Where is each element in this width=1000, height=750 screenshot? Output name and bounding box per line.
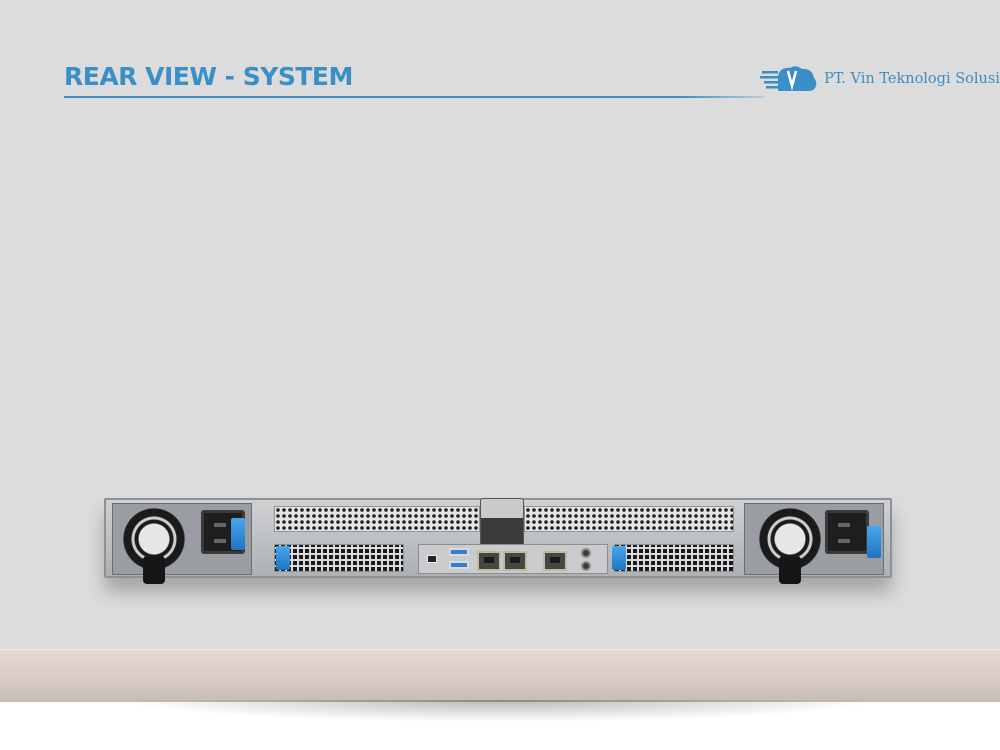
power-inlet-icon	[825, 510, 869, 554]
right-power-supply	[744, 503, 884, 584]
pcie-slot-1-vent	[274, 506, 480, 532]
page-title: REAR VIEW - SYSTEM	[64, 62, 353, 91]
server-rear-panel	[104, 498, 892, 584]
company-logo: PT. Vin Teknologi Solusi	[760, 64, 1000, 94]
pcie-slot-2-vent	[524, 506, 734, 532]
screw-icon	[581, 548, 591, 558]
pcie-slot-4-vent	[614, 544, 734, 572]
lan-port-2[interactable]	[503, 551, 527, 571]
lan-port-1[interactable]	[477, 551, 501, 571]
cable-strap	[779, 556, 801, 584]
display-shelf	[0, 649, 1000, 702]
shelf-shadow	[120, 700, 880, 722]
title-underline	[64, 96, 764, 98]
slot-latch-right[interactable]	[612, 546, 626, 570]
mini-displayport[interactable]	[427, 555, 437, 563]
left-power-supply	[112, 503, 252, 584]
usb-port-1[interactable]	[449, 548, 469, 556]
psu-release-latch[interactable]	[231, 518, 245, 550]
management-lan-port[interactable]	[543, 551, 567, 571]
slot-latch-left[interactable]	[276, 546, 290, 570]
company-name: PT. Vin Teknologi Solusi	[824, 71, 1000, 87]
usb-port-2[interactable]	[449, 561, 469, 569]
cable-strap	[143, 556, 165, 584]
pcie-slot-3-vent	[274, 544, 404, 572]
screw-icon	[581, 561, 591, 571]
psu-release-latch[interactable]	[867, 526, 881, 558]
chassis-pull-tab[interactable]	[480, 498, 524, 548]
cloud-v-logo-icon	[760, 64, 820, 94]
io-panel	[418, 544, 608, 574]
